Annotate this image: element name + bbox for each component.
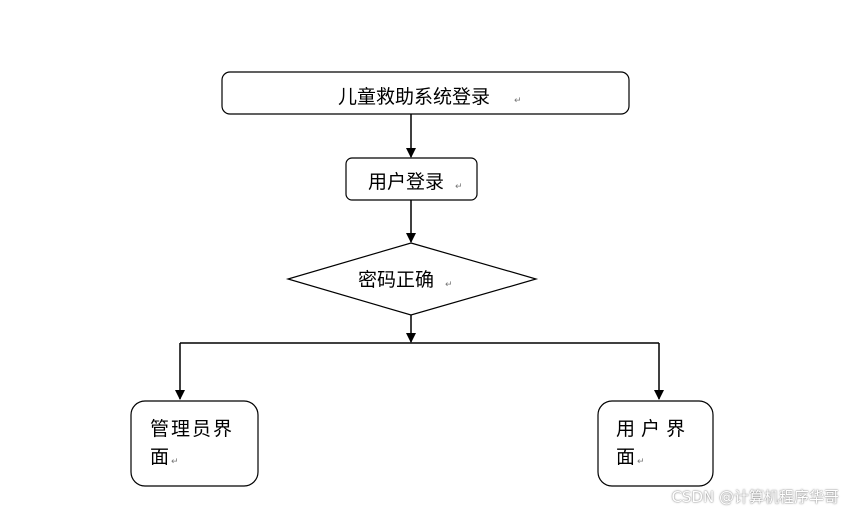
csdn-watermark: CSDN @计算机程序华哥	[671, 488, 839, 506]
node-user-interface-line1: 用 户 界	[616, 418, 685, 440]
paragraph-mark: ↵	[514, 96, 522, 106]
node-password-check-label: 密码正确	[358, 269, 434, 291]
node-admin-interface-line2: 面	[150, 446, 169, 468]
node-password-check: 密码正确 ↵	[285, 242, 539, 316]
paragraph-mark: ↵	[445, 280, 453, 290]
paragraph-mark: ↵	[455, 182, 463, 192]
node-user-interface: 用 户 界 面 ↵	[597, 400, 714, 487]
paragraph-mark: ↵	[637, 457, 645, 467]
node-user-login: 用户登录 ↵	[345, 157, 478, 201]
node-system-login-label: 儿童救助系统登录	[338, 86, 490, 108]
node-user-interface-line2: 面	[616, 446, 635, 468]
node-user-login-label: 用户登录	[368, 171, 444, 193]
node-admin-interface-line1: 管理员界	[150, 418, 234, 440]
node-admin-interface: 管理员界 面 ↵	[130, 400, 259, 487]
node-system-login: 儿童救助系统登录 ↵	[221, 71, 630, 115]
paragraph-mark: ↵	[171, 457, 179, 467]
